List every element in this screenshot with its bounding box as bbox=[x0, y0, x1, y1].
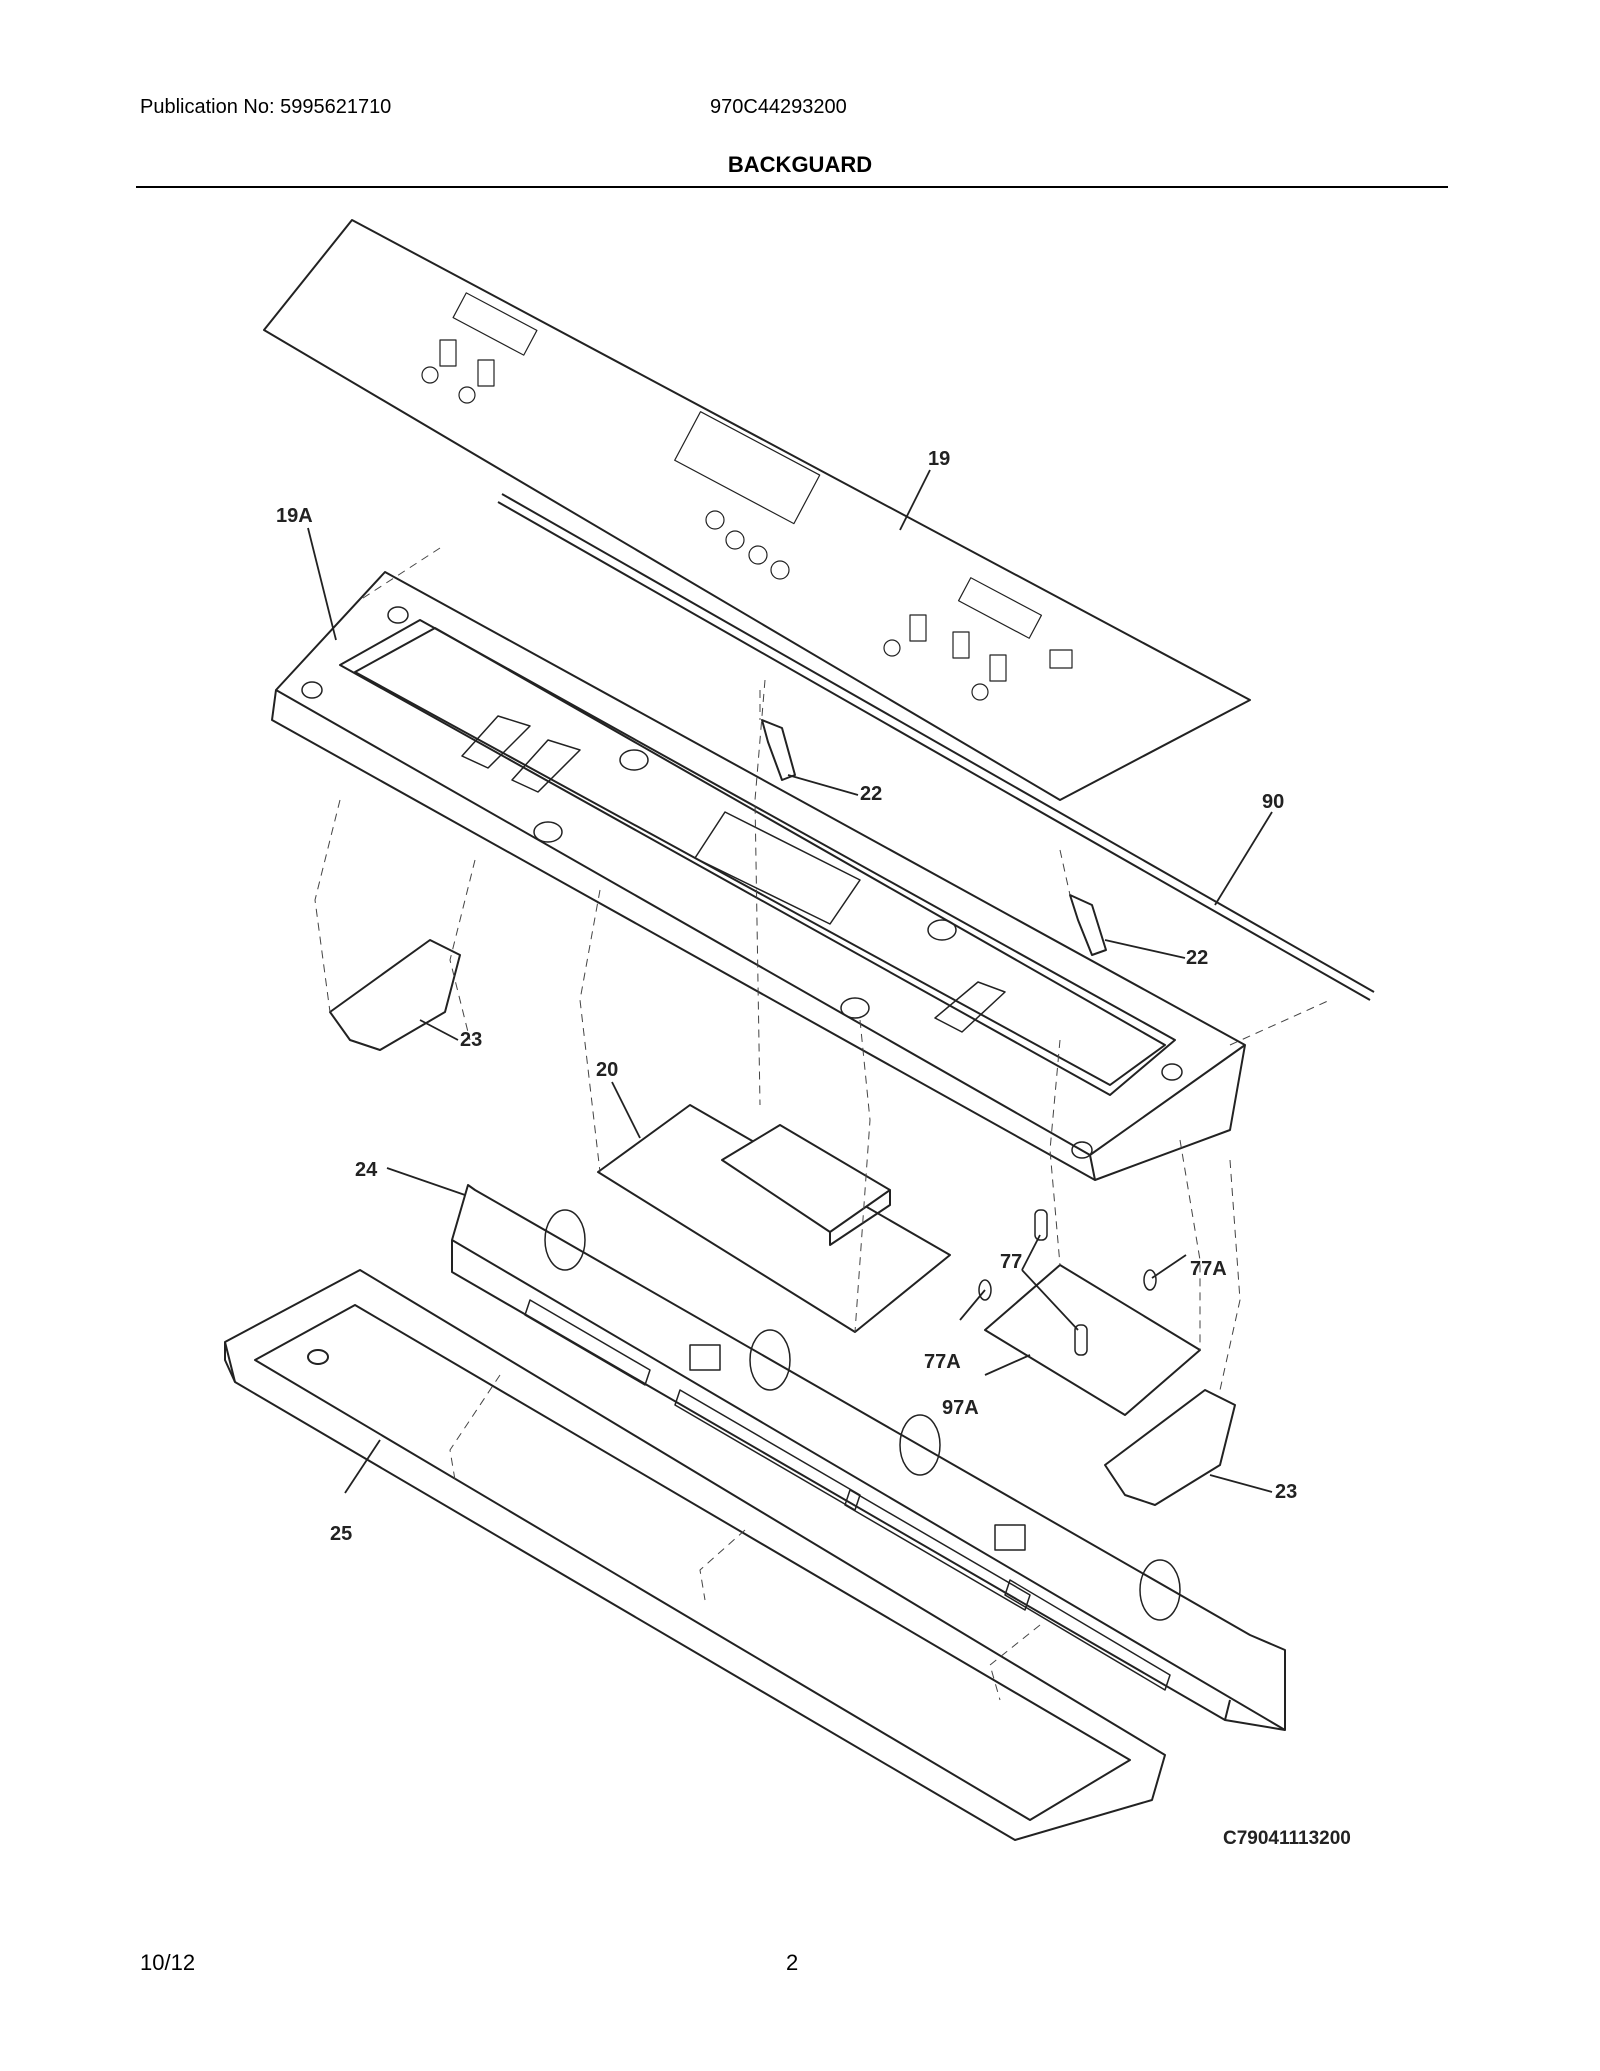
callout-23-right: 23 bbox=[1275, 1481, 1297, 1503]
callout-22-upper: 22 bbox=[860, 783, 882, 805]
header-divider bbox=[136, 186, 1448, 188]
callout-24: 24 bbox=[355, 1159, 378, 1181]
bracket-23-left bbox=[329, 939, 461, 1051]
backguard-housing bbox=[271, 571, 1246, 1181]
callout-23-left: 23 bbox=[460, 1029, 482, 1051]
diagram-code: C79041113200 bbox=[1223, 1828, 1351, 1849]
callout-20: 20 bbox=[596, 1059, 618, 1081]
callout-77A-left: 77A bbox=[924, 1351, 961, 1373]
callout-22-lower: 22 bbox=[1186, 947, 1208, 969]
bracket-22-lower bbox=[1069, 894, 1107, 956]
callout-25: 25 bbox=[330, 1523, 352, 1545]
control-board-20 bbox=[597, 1104, 951, 1333]
page-title: BACKGUARD bbox=[727, 152, 873, 177]
control-panel-overlay bbox=[263, 219, 1251, 801]
callout-77: 77 bbox=[1000, 1251, 1022, 1273]
callout-19: 19 bbox=[928, 448, 950, 470]
bracket-23-right bbox=[1104, 1389, 1236, 1506]
spacers-77 bbox=[978, 1209, 1157, 1356]
model-number: 970C44293200 bbox=[710, 96, 847, 118]
publication-number: Publication No: 5995621710 bbox=[140, 96, 392, 118]
trim-strip bbox=[497, 493, 1375, 1001]
callout-97A: 97A bbox=[942, 1397, 979, 1419]
callout-19A: 19A bbox=[276, 505, 313, 527]
lower-trim-25 bbox=[224, 1269, 1166, 1841]
page-number: 2 bbox=[786, 1950, 799, 1975]
bracket-22-upper bbox=[761, 719, 796, 781]
footer-date: 10/12 bbox=[140, 1950, 196, 1975]
relay-board-97A bbox=[984, 1264, 1201, 1416]
callout-77A-right: 77A bbox=[1190, 1258, 1227, 1280]
mounting-channel-24 bbox=[451, 1184, 1286, 1731]
callout-90: 90 bbox=[1262, 791, 1284, 813]
